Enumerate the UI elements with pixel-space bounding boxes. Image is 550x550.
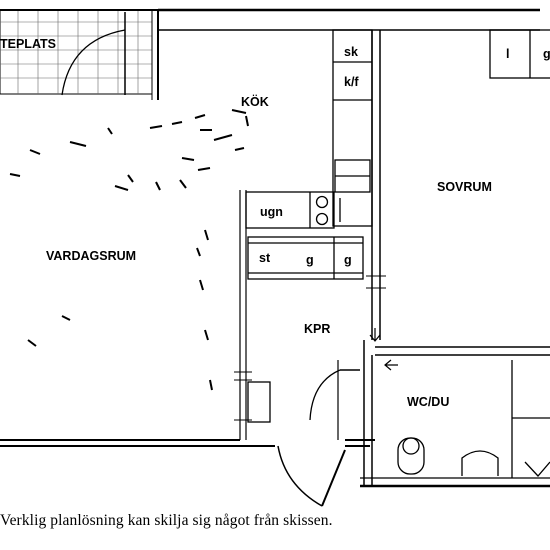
kitchen-dashes	[9, 109, 249, 391]
room-label-kok: KÖK	[241, 94, 269, 109]
fixture-label-l: l	[506, 47, 509, 61]
room-label-wc-du: WC/DU	[407, 395, 449, 409]
bathroom-fixtures	[397, 360, 550, 478]
terrace-area	[0, 0, 160, 95]
fixture-label-ugn: ugn	[260, 205, 283, 219]
room-label-uteplats: TEPLATS	[0, 37, 56, 51]
fixture-label-g1: g	[306, 253, 314, 267]
room-label-vardagsrum: VARDAGSRUM	[46, 249, 136, 263]
bedroom-wardrobes	[489, 29, 550, 79]
fixture-label-kf: k/f	[344, 75, 359, 89]
disclaimer-caption: Verklig planlösning kan skilja sig något…	[0, 512, 333, 529]
fixture-label-sk: sk	[344, 45, 358, 59]
kitchen-fixtures	[245, 29, 373, 423]
outer-walls	[0, 8, 550, 488]
interior-walls	[234, 30, 550, 486]
fixture-label-g2: g	[344, 253, 352, 267]
terrace-door-arc	[61, 29, 126, 96]
fixture-label-st: st	[259, 251, 271, 265]
entrance-door	[277, 360, 360, 507]
fixture-label-g-edge: g	[543, 47, 550, 61]
room-label-kpr: KPR	[304, 322, 330, 336]
room-label-sovrum: SOVRUM	[437, 180, 492, 194]
